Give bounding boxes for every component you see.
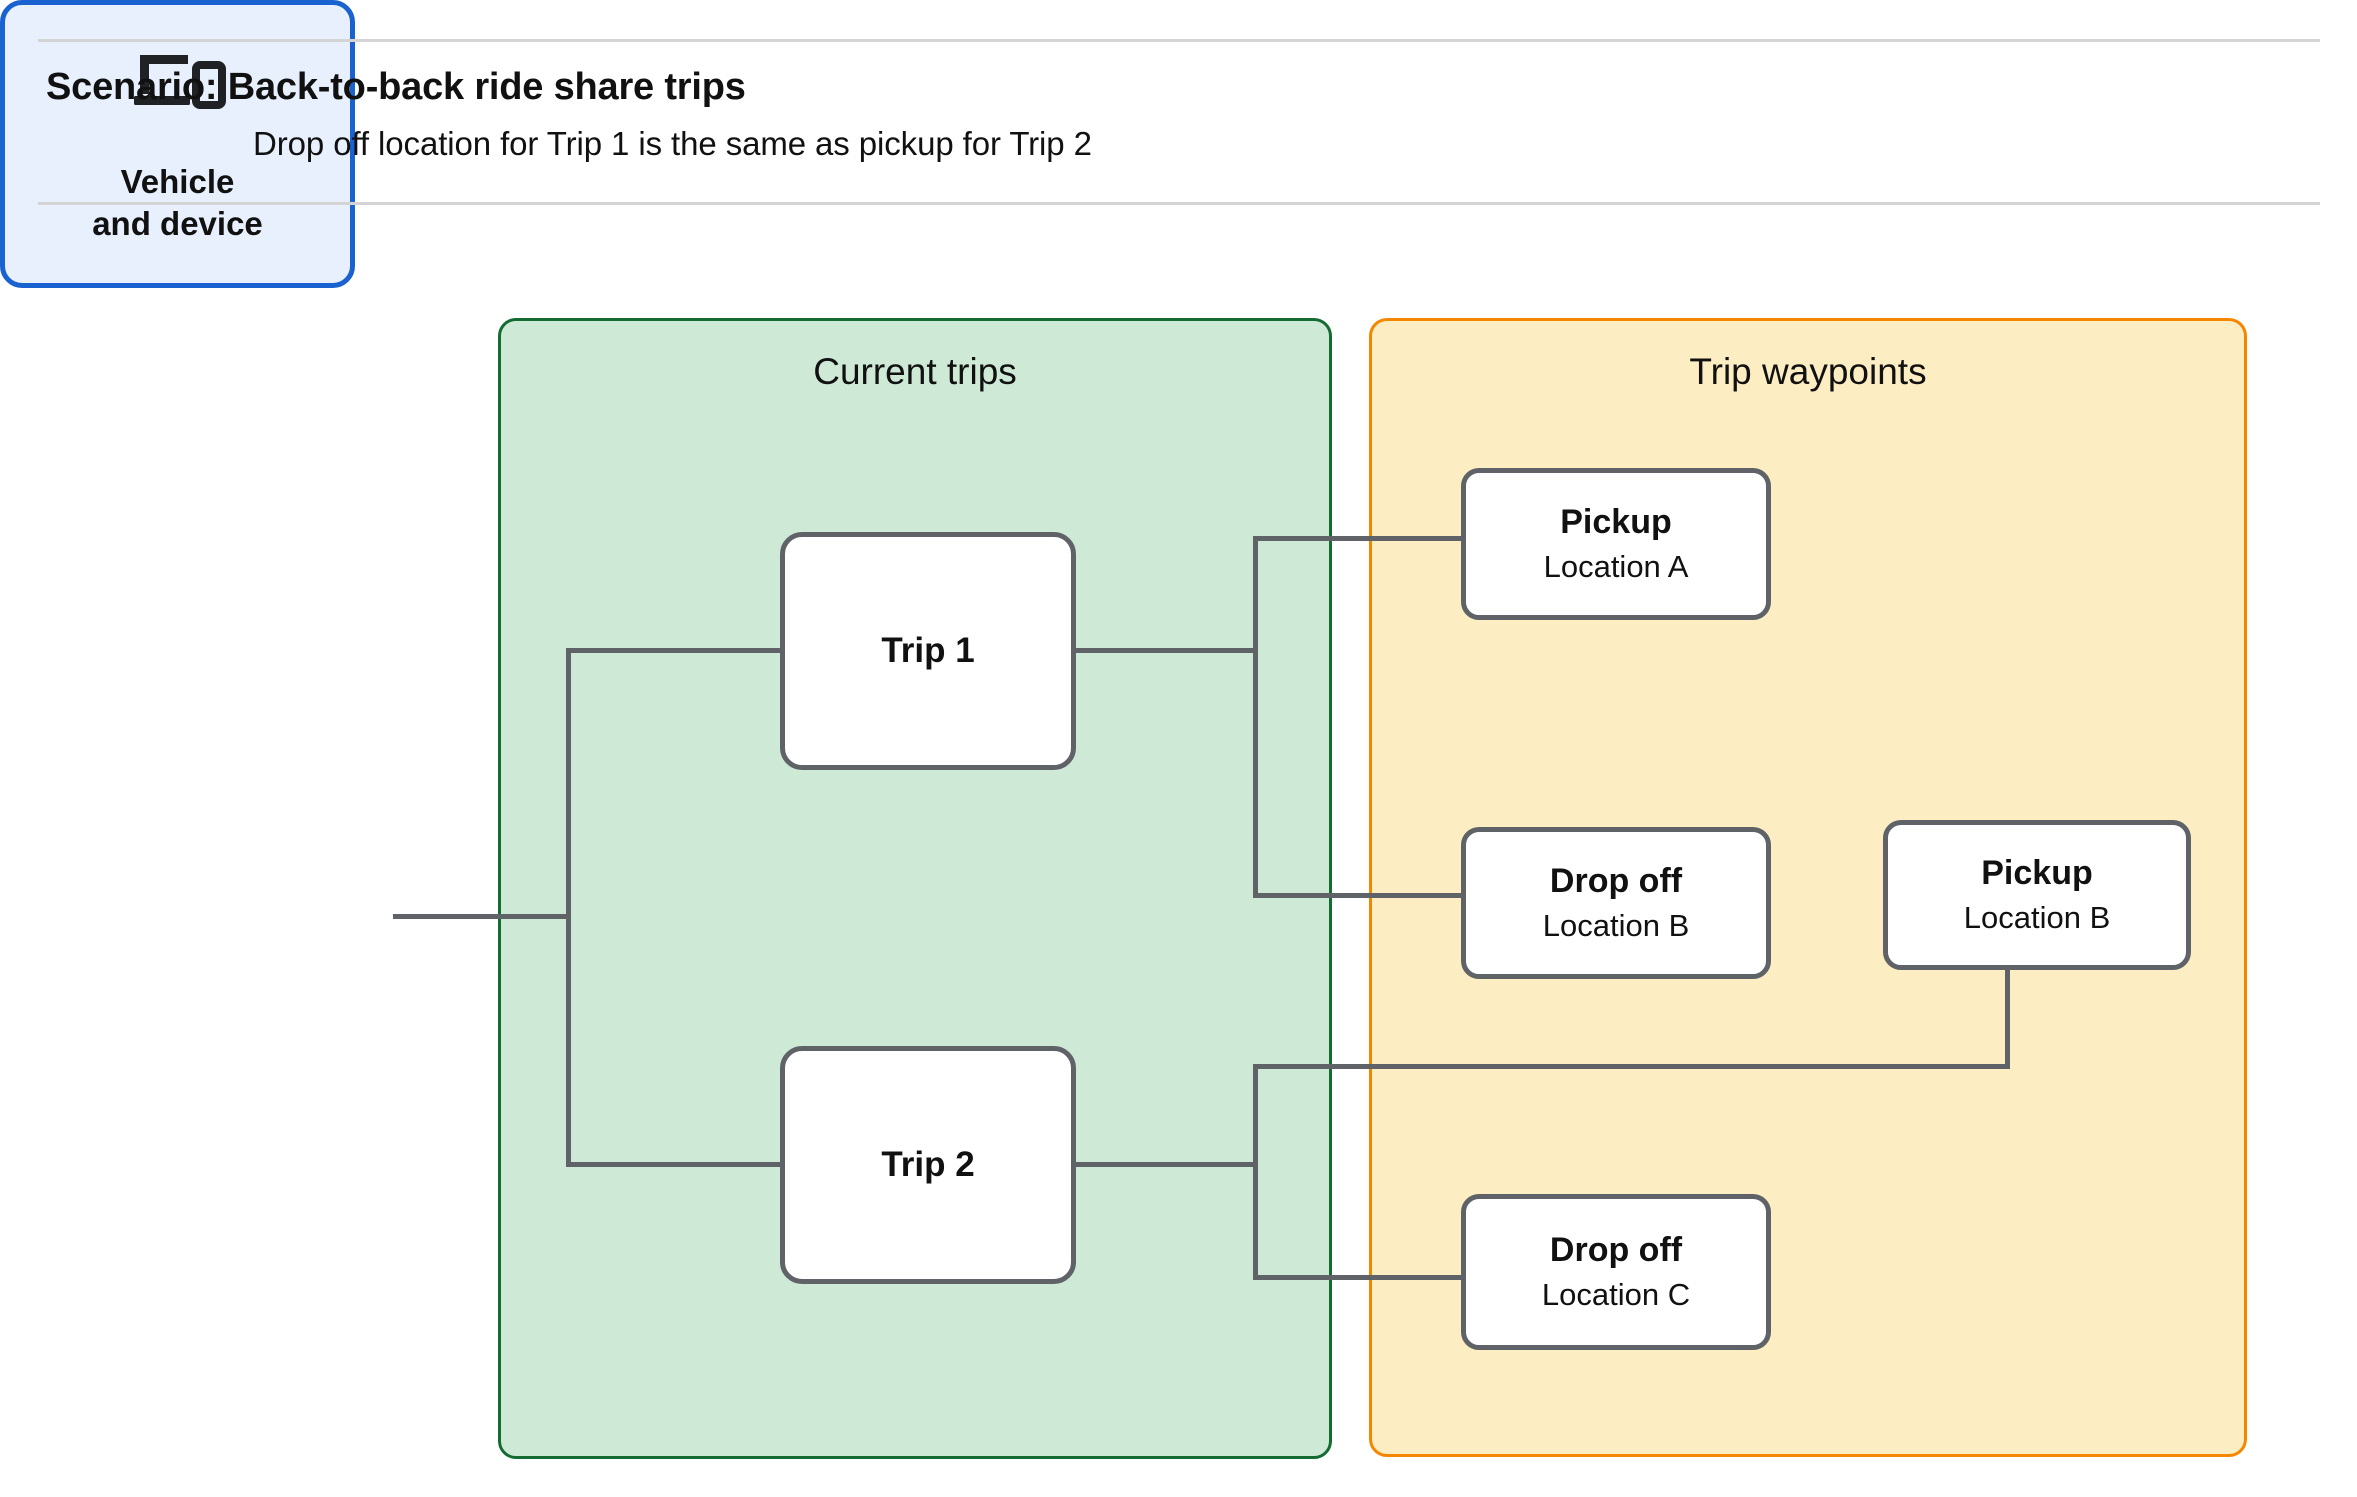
group-trip-waypoints-title: Trip waypoints <box>1689 351 1927 392</box>
waypoint-type: Drop off <box>1549 1231 1683 1270</box>
connector-trunk-to-trip1 <box>566 648 784 653</box>
connector-trunk-to-trip2 <box>566 1162 784 1167</box>
node-waypoint-dropoff-b[interactable]: Drop off Location B <box>1461 827 1771 979</box>
node-waypoint-pickup-b[interactable]: Pickup Location B <box>1883 820 2191 970</box>
connector-trip2-to-pickup-b <box>1253 1064 2010 1069</box>
node-waypoint-pickup-a[interactable]: Pickup Location A <box>1461 468 1771 620</box>
waypoint-type: Pickup <box>1981 854 2093 893</box>
node-trip-1[interactable]: Trip 1 <box>780 532 1076 770</box>
group-current-trips-title: Current trips <box>813 351 1017 392</box>
header-divider-bottom <box>38 202 2320 205</box>
waypoint-location: Location A <box>1543 548 1689 584</box>
connector-trip2-to-junction <box>1072 1162 1258 1167</box>
waypoint-location: Location C <box>1541 1276 1691 1312</box>
page-subtitle: Drop off location for Trip 1 is the same… <box>253 125 1092 162</box>
waypoint-location: Location B <box>1963 899 2111 935</box>
connector-trip1-to-pickup-a <box>1253 536 1469 541</box>
header-divider-top <box>38 39 2320 42</box>
connector-vehicle-to-trunk <box>393 914 571 919</box>
connector-trip2-to-dropoff-c <box>1253 1275 1469 1280</box>
connector-trip1-to-junction <box>1072 648 1258 653</box>
connector-pickup-b-drop-vertical <box>2005 966 2010 1069</box>
node-trip-1-label: Trip 1 <box>881 630 975 670</box>
connector-trip2-junction-vertical <box>1253 1064 1258 1280</box>
connector-trunk-vertical <box>566 648 571 1167</box>
node-trip-2-label: Trip 2 <box>881 1144 975 1184</box>
node-waypoint-dropoff-c[interactable]: Drop off Location C <box>1461 1194 1771 1350</box>
connector-trip1-junction-vertical <box>1253 536 1258 898</box>
connector-trip1-to-dropoff-b <box>1253 893 1469 898</box>
page-title: Scenario: Back-to-back ride share trips <box>46 66 746 108</box>
node-vehicle-and-device[interactable]: Vehicle and device <box>0 0 355 288</box>
node-vehicle-label: Vehicle and device <box>92 161 263 245</box>
group-current-trips: Current trips <box>498 318 1332 1459</box>
waypoint-location: Location B <box>1542 907 1690 943</box>
vehicle-label-line2: and device <box>92 205 263 243</box>
node-trip-2[interactable]: Trip 2 <box>780 1046 1076 1284</box>
laptop-and-phone-icon <box>133 55 226 109</box>
waypoint-type: Pickup <box>1560 503 1672 542</box>
vehicle-label-line1: Vehicle <box>120 163 235 200</box>
waypoint-type: Drop off <box>1549 862 1683 901</box>
